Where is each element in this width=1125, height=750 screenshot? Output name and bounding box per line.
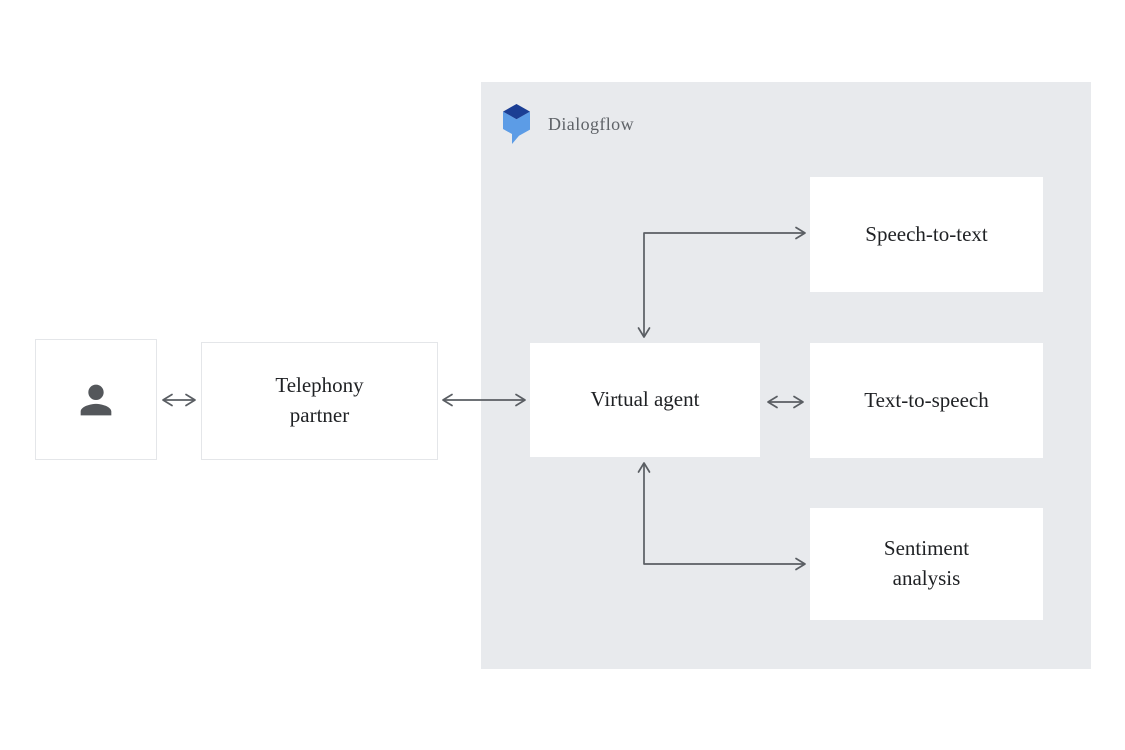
node-sentiment-analysis-label: Sentiment analysis <box>883 536 970 590</box>
connector-user-telephony <box>162 393 196 407</box>
dialogflow-label: Dialogflow <box>548 113 634 134</box>
node-telephony-partner: Telephony partner <box>201 342 438 460</box>
dialogflow-panel-header: Dialogflow <box>500 103 634 145</box>
node-text-to-speech: Text-to-speech <box>810 343 1043 458</box>
node-virtual-agent-label: Virtual agent <box>590 387 700 412</box>
person-icon <box>73 377 119 423</box>
node-speech-to-text: Speech-to-text <box>810 177 1043 292</box>
node-user <box>35 339 157 460</box>
node-telephony-partner-label: Telephony partner <box>275 373 364 427</box>
dialogflow-icon <box>500 103 533 145</box>
node-sentiment-analysis: Sentiment analysis <box>810 508 1043 620</box>
node-speech-to-text-label: Speech-to-text <box>865 221 988 246</box>
node-virtual-agent: Virtual agent <box>530 343 760 457</box>
node-text-to-speech-label: Text-to-speech <box>864 387 989 412</box>
